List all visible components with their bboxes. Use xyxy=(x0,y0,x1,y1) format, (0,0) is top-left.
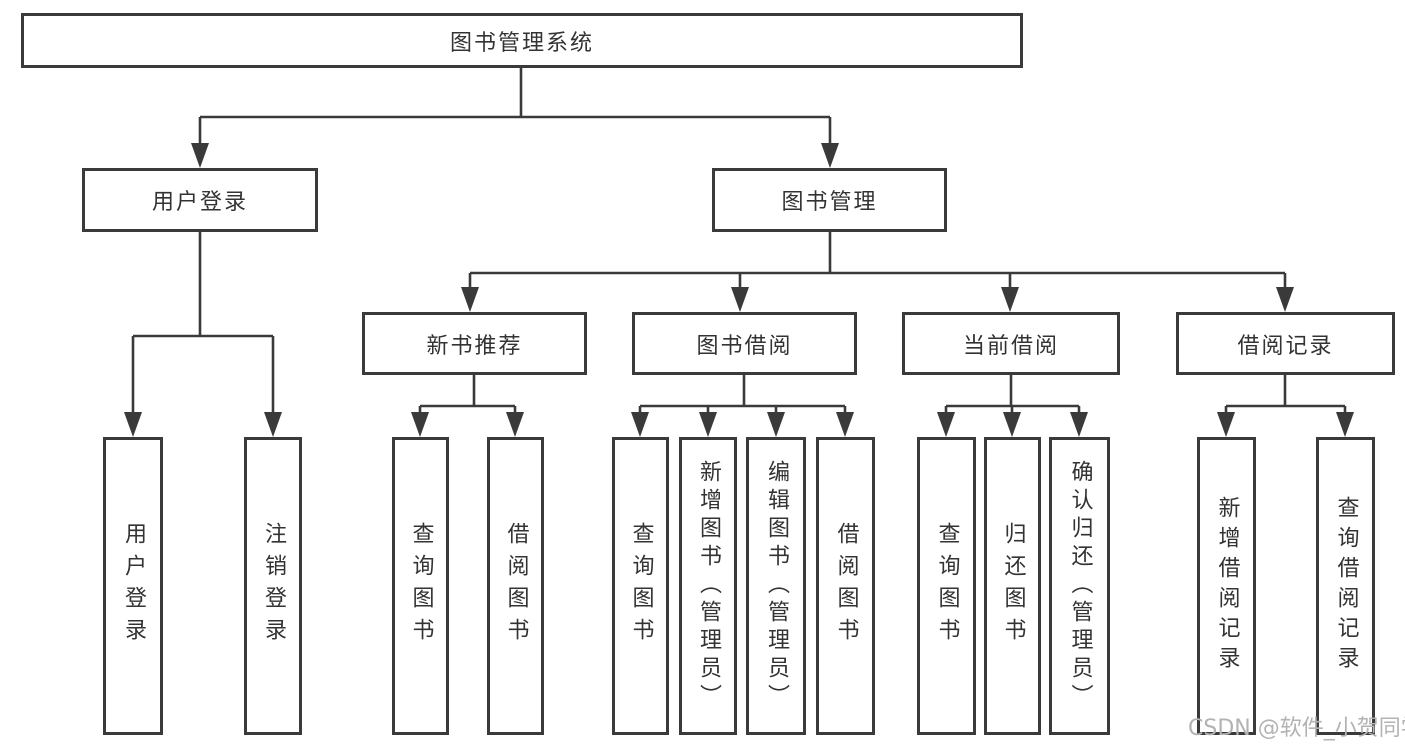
connector-new-book-recommend-children xyxy=(418,375,517,414)
leaf-logout: 注销登录 xyxy=(244,437,302,735)
leaf-borrow-query-books: 查询图书 xyxy=(612,437,669,735)
leaf-current-query-books: 查询图书 xyxy=(917,437,976,735)
node-book-borrow: 图书借阅 xyxy=(632,312,857,375)
arrowhead-edit-books xyxy=(767,412,785,437)
connector-current-borrow-children xyxy=(944,375,1081,414)
leaf-query-borrow-record: 查询借阅记录 xyxy=(1316,437,1375,735)
arrowhead-confirm-return xyxy=(1070,412,1088,437)
node-label: 新增借阅记录 xyxy=(1214,496,1240,676)
node-label: 借阅图书 xyxy=(503,522,529,650)
node-label: 新增图书（管理员） xyxy=(696,460,721,712)
arrowhead-new-book-recommend xyxy=(461,287,479,312)
arrowhead-add-borrow-record xyxy=(1217,412,1235,437)
arrowhead-book-management xyxy=(821,143,839,168)
leaf-add-borrow-record: 新增借阅记录 xyxy=(1197,437,1256,735)
arrowhead-leaf-user-login xyxy=(124,412,142,437)
node-label: 当前借阅 xyxy=(962,333,1059,359)
node-label: 归还图书 xyxy=(1000,522,1026,650)
node-label: 用户登录 xyxy=(151,190,248,215)
node-label: 查询图书 xyxy=(408,522,434,650)
connector-borrow-records-children xyxy=(1224,375,1347,414)
node-label: 确认归还（管理员） xyxy=(1067,460,1093,712)
arrowhead-user-login xyxy=(191,143,209,168)
arrowhead-borrow-books xyxy=(836,412,854,437)
node-label: 编辑图书（管理员） xyxy=(764,460,789,712)
arrowhead-current-query-books xyxy=(937,412,955,437)
node-user-login: 用户登录 xyxy=(82,168,318,232)
leaf-user-login: 用户登录 xyxy=(103,437,163,735)
arrowhead-borrow-query-books xyxy=(631,412,649,437)
node-label: 查询借阅记录 xyxy=(1333,496,1359,676)
arrowhead-book-borrow xyxy=(731,287,749,312)
node-current-borrow: 当前借阅 xyxy=(902,312,1120,375)
connector-book-management-children xyxy=(468,232,1287,289)
leaf-add-books-admin: 新增图书（管理员） xyxy=(679,437,737,735)
leaf-borrow-books: 借阅图书 xyxy=(816,437,875,735)
node-label: 借阅记录 xyxy=(1237,333,1334,359)
arrowhead-recommend-query-books xyxy=(411,412,429,437)
leaf-return-books: 归还图书 xyxy=(984,437,1041,735)
node-new-book-recommend: 新书推荐 xyxy=(362,312,587,375)
csdn-watermark: CSDN @软件_小贺同学 xyxy=(1188,716,1405,741)
arrowhead-query-borrow-record xyxy=(1336,412,1354,437)
arrowhead-borrow-records xyxy=(1276,287,1294,312)
arrowhead-current-borrow xyxy=(1001,287,1019,312)
leaf-edit-books-admin: 编辑图书（管理员） xyxy=(746,437,806,735)
node-label: 查询图书 xyxy=(934,522,960,650)
arrowhead-leaf-logout xyxy=(264,412,282,437)
node-label: 图书管理 xyxy=(781,190,878,215)
node-label: 用户登录 xyxy=(121,522,146,650)
leaf-recommend-borrow-books: 借阅图书 xyxy=(487,437,544,735)
node-root-system: 图书管理系统 xyxy=(21,13,1023,68)
node-book-management: 图书管理 xyxy=(712,168,947,232)
connector-user-login-children xyxy=(131,232,275,414)
node-label: 借阅图书 xyxy=(833,522,859,650)
arrowhead-recommend-borrow-books xyxy=(506,412,524,437)
node-label: 图书借阅 xyxy=(696,333,793,359)
node-label: 查询图书 xyxy=(628,522,654,650)
node-label: 注销登录 xyxy=(261,522,286,650)
arrowhead-add-books xyxy=(699,412,717,437)
node-borrow-records: 借阅记录 xyxy=(1176,312,1395,375)
leaf-confirm-return-admin: 确认归还（管理员） xyxy=(1049,437,1110,735)
node-label: 图书管理系统 xyxy=(449,30,594,56)
connector-book-borrow-children xyxy=(638,375,847,414)
arrowhead-return-books xyxy=(1003,412,1021,437)
leaf-recommend-query-books: 查询图书 xyxy=(392,437,449,735)
connector-root-to-level2 xyxy=(198,68,832,145)
node-label: 新书推荐 xyxy=(426,333,523,359)
